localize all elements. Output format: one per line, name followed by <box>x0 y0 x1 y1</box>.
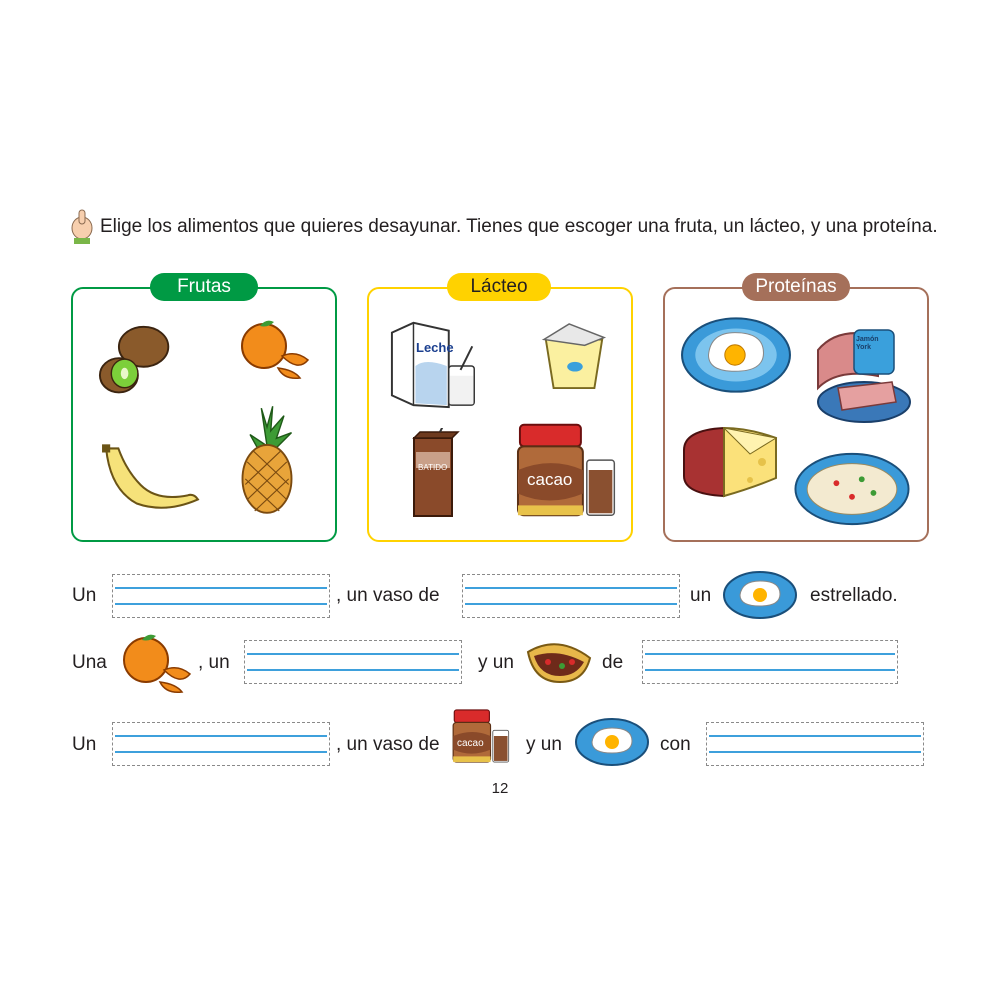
page-number: 12 <box>491 780 509 797</box>
cacao-jar-label: cacao <box>527 470 573 489</box>
ham-package-label: Jamón York <box>856 336 879 351</box>
s1-word-3: un <box>690 585 712 606</box>
pasta-plate-icon <box>794 452 910 526</box>
s3-answer-line-2[interactable] <box>706 722 924 766</box>
s3-word-4: con <box>660 734 691 755</box>
fried-egg-icon <box>723 571 797 619</box>
s2-word-4: de <box>602 652 624 673</box>
banana-icon <box>102 444 200 509</box>
s1-answer-line-2[interactable] <box>462 574 680 618</box>
s2-word-3: y un <box>478 652 514 673</box>
orange-icon <box>123 634 192 694</box>
panel-title-lacteo: Lácteo <box>447 273 551 301</box>
cheese-icon <box>683 426 778 498</box>
cacao-jar-icon <box>452 709 510 763</box>
s3-word-1: Un <box>72 734 97 755</box>
s1-answer-line-1[interactable] <box>112 574 330 618</box>
instruction-text: Elige los alimentos que quieres desayuna… <box>100 216 938 237</box>
s1-word-2: , un vaso de <box>336 585 440 606</box>
s2-answer-line-1[interactable] <box>244 640 462 684</box>
taco-icon <box>526 643 592 684</box>
ham-icon <box>817 329 911 423</box>
panel-title-proteinas: Proteínas <box>742 273 850 301</box>
s1-word-1: Un <box>72 585 97 606</box>
fried-egg-icon <box>575 718 649 766</box>
orange-icon <box>241 320 310 380</box>
s1-word-4: estrellado. <box>810 585 898 606</box>
cacao-jar-icon <box>516 423 616 517</box>
s2-answer-line-2[interactable] <box>642 640 898 684</box>
batido-carton-icon <box>412 428 460 517</box>
batido-carton-label: BATIDO <box>418 463 448 472</box>
fried-egg-plate-icon <box>681 317 791 393</box>
s3-answer-line-1[interactable] <box>112 722 330 766</box>
s3-word-3: y un <box>526 734 562 755</box>
s2-word-2: , un <box>198 652 230 673</box>
s3-word-2: , un vaso de <box>336 734 440 755</box>
kiwi-icon <box>98 325 170 394</box>
milk-carton-label: Leche <box>416 340 454 355</box>
milk-carton-icon <box>390 321 475 409</box>
yogurt-icon <box>541 323 607 390</box>
pineapple-icon <box>241 406 293 514</box>
pointing-hand-icon <box>71 209 93 244</box>
panel-title-frutas: Frutas <box>150 273 258 301</box>
s2-word-1: Una <box>72 652 107 673</box>
cacao-jar-small-label: cacao <box>457 738 484 749</box>
